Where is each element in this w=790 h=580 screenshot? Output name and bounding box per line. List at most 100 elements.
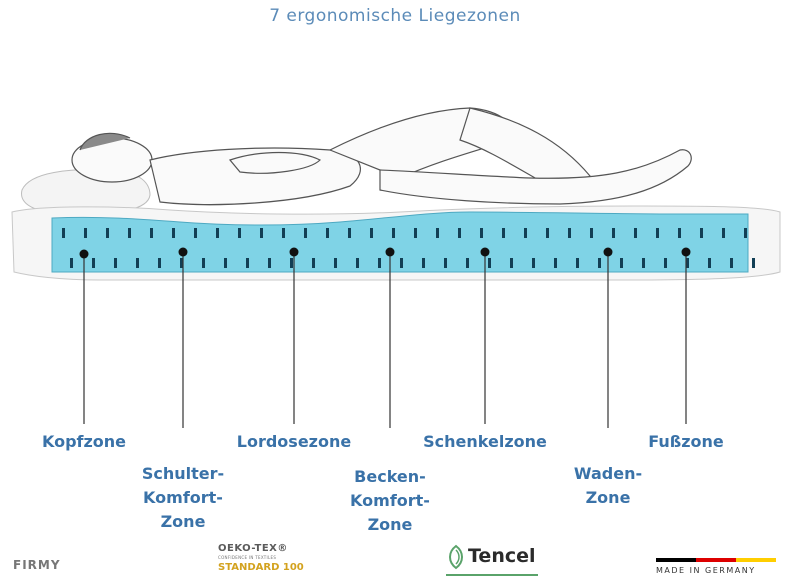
core-notch — [752, 258, 755, 268]
oeko-tex-badge: OEKO-TEX® CONFIDENCE IN TEXTILES STANDAR… — [206, 543, 306, 579]
zone-label-waden: Waden-Zone — [574, 462, 642, 510]
core-notch — [678, 228, 681, 238]
zone-label-line: Zone — [585, 488, 631, 507]
zone-label-schulter: Schulter- Komfort- Zone — [142, 462, 224, 534]
core-notch — [224, 258, 227, 268]
core-notch — [546, 228, 549, 238]
core-notch — [488, 258, 491, 268]
core-notch — [458, 228, 461, 238]
core-notch — [348, 228, 351, 238]
core-notch — [612, 228, 615, 238]
core-notch — [620, 258, 623, 268]
core-notch — [686, 258, 689, 268]
core-notch — [260, 228, 263, 238]
german-flag-icon — [656, 558, 776, 562]
core-notch — [334, 258, 337, 268]
zone-label-line: Komfort- — [350, 491, 430, 510]
core-notch — [304, 228, 307, 238]
core-notch — [414, 228, 417, 238]
oeko-line1: OEKO-TEX® — [218, 543, 288, 554]
core-notch — [194, 228, 197, 238]
zone-marker-schulter — [178, 247, 188, 257]
core-notch — [62, 228, 65, 238]
core-notch — [554, 258, 557, 268]
core-notch — [290, 258, 293, 268]
zone-label-line: Lordosezone — [236, 432, 352, 451]
core-notch — [180, 258, 183, 268]
core-notch — [128, 228, 131, 238]
core-notch — [422, 258, 425, 268]
core-notch — [708, 258, 711, 268]
zone-label-lordose: Lordosezone — [237, 430, 351, 454]
page-title: 7 ergonomische Liegezonen — [269, 6, 521, 26]
core-notch — [576, 258, 579, 268]
mattress-illustration — [11, 107, 781, 428]
zone-label-becken: Becken- Komfort- Zone — [350, 465, 430, 537]
zone-marker-lordose — [289, 247, 299, 257]
core-notch — [744, 228, 747, 238]
zone-label-schenkel: Schenkelzone — [423, 430, 547, 454]
core-notch — [722, 228, 725, 238]
zone-marker-fuss — [681, 247, 691, 257]
core-notch — [92, 258, 95, 268]
tencel-underline — [446, 574, 538, 576]
core-notch — [268, 258, 271, 268]
zone-label-line: Zone — [160, 512, 206, 531]
core-notch — [246, 258, 249, 268]
core-notch — [172, 228, 175, 238]
tencel-leaf-icon — [449, 544, 463, 570]
core-notch — [282, 228, 285, 238]
core-notch — [502, 228, 505, 238]
oeko-line3: STANDARD 100 — [218, 562, 304, 573]
zone-label-line: Zone — [367, 515, 413, 534]
core-notch — [150, 228, 153, 238]
zone-label-line: Komfort- — [143, 488, 223, 507]
zone-label-line: Becken- — [354, 467, 426, 486]
core-notch — [106, 228, 109, 238]
core-notch — [114, 258, 117, 268]
core-notch — [480, 228, 483, 238]
zone-label-line: Schenkelzone — [423, 432, 547, 451]
core-notch — [642, 258, 645, 268]
core-notch — [370, 228, 373, 238]
core-notch — [326, 228, 329, 238]
core-notch — [202, 258, 205, 268]
core-notch — [70, 258, 73, 268]
core-notch — [532, 258, 535, 268]
core-notch — [136, 258, 139, 268]
core-notch — [216, 228, 219, 238]
core-notch — [510, 258, 513, 268]
core-notch — [730, 258, 733, 268]
zone-label-fuss: Fußzone — [648, 430, 724, 454]
core-notch — [444, 258, 447, 268]
zone-label-line: Schulter- — [141, 464, 225, 483]
core-notch — [656, 228, 659, 238]
core-notch — [598, 258, 601, 268]
core-notch — [158, 258, 161, 268]
core-notch — [634, 228, 637, 238]
core-notch — [400, 258, 403, 268]
zone-marker-becken — [385, 247, 395, 257]
core-notch — [356, 258, 359, 268]
oeko-line2: CONFIDENCE IN TEXTILES — [218, 555, 277, 560]
zone-label-line: Kopfzone — [41, 432, 127, 451]
core-notch — [238, 228, 241, 238]
core-notch — [312, 258, 315, 268]
zone-marker-kopfzone — [79, 249, 89, 259]
zone-marker-waden — [603, 247, 613, 257]
core-notch — [664, 258, 667, 268]
zone-marker-schenkel — [480, 247, 490, 257]
brand-logo: FIRMY — [13, 558, 61, 572]
mattress-core — [51, 211, 749, 273]
core-notch — [378, 258, 381, 268]
made-in-germany-badge: MADE IN GERMANY — [656, 558, 776, 578]
core-notch — [466, 258, 469, 268]
core-notch — [700, 228, 703, 238]
zone-leader-lines — [79, 247, 691, 428]
tencel-badge: Tencel — [446, 542, 546, 578]
core-notch — [568, 228, 571, 238]
core-notch — [392, 228, 395, 238]
tencel-text: Tencel — [468, 545, 536, 567]
core-profile-notches — [62, 228, 755, 268]
zone-label-line: Fußzone — [648, 432, 724, 451]
